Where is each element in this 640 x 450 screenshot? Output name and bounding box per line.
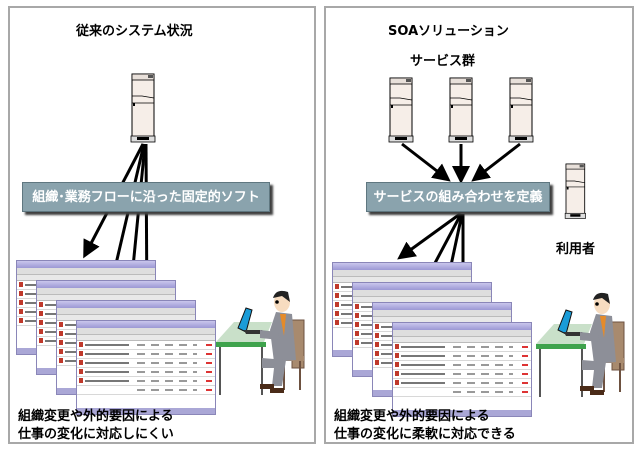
services-label: サービス群: [410, 54, 476, 69]
caption-line-1: 組織変更や外的要因による: [18, 409, 174, 424]
app-window-4: [392, 322, 532, 417]
caption-line-1: 組織変更や外的要因による: [334, 409, 490, 424]
soa-caption: 組織変更や外的要因による 仕事の変化に柔軟に対応できる: [334, 408, 516, 444]
fixed-software-banner: 組織･業務フローに沿った固定的ソフト: [22, 182, 270, 212]
arrow: [471, 142, 521, 182]
arrow: [401, 142, 451, 182]
app-window-4: [76, 320, 216, 415]
arrow: [397, 212, 461, 260]
service-composition-banner: サービスの組み合わせを定義: [366, 182, 550, 212]
user-terminal-icon: [564, 163, 586, 219]
office-worker-icon: [536, 292, 625, 397]
office-worker-icon: [216, 290, 305, 395]
panel-title: 従来のシステム状況: [76, 24, 193, 39]
caption-line-2: 仕事の変化に対応しにくい: [18, 427, 174, 442]
caption-line-2: 仕事の変化に柔軟に対応できる: [334, 427, 516, 442]
arrow: [105, 143, 146, 287]
panel-title: SOAソリューション: [388, 24, 509, 39]
soa-solution-panel: SOAソリューション サービス群: [324, 6, 634, 444]
legacy-caption: 組織変更や外的要因による 仕事の変化に対応しにくい: [18, 408, 174, 444]
service-server-icon: [448, 77, 474, 143]
service-server-icon: [388, 77, 414, 143]
legacy-system-panel: 従来のシステム状況 組織･業務フローに沿った固定的ソフト: [8, 6, 316, 444]
server-icon: [130, 73, 156, 143]
user-label: 利用者: [556, 242, 596, 257]
service-server-icon: [508, 77, 534, 143]
